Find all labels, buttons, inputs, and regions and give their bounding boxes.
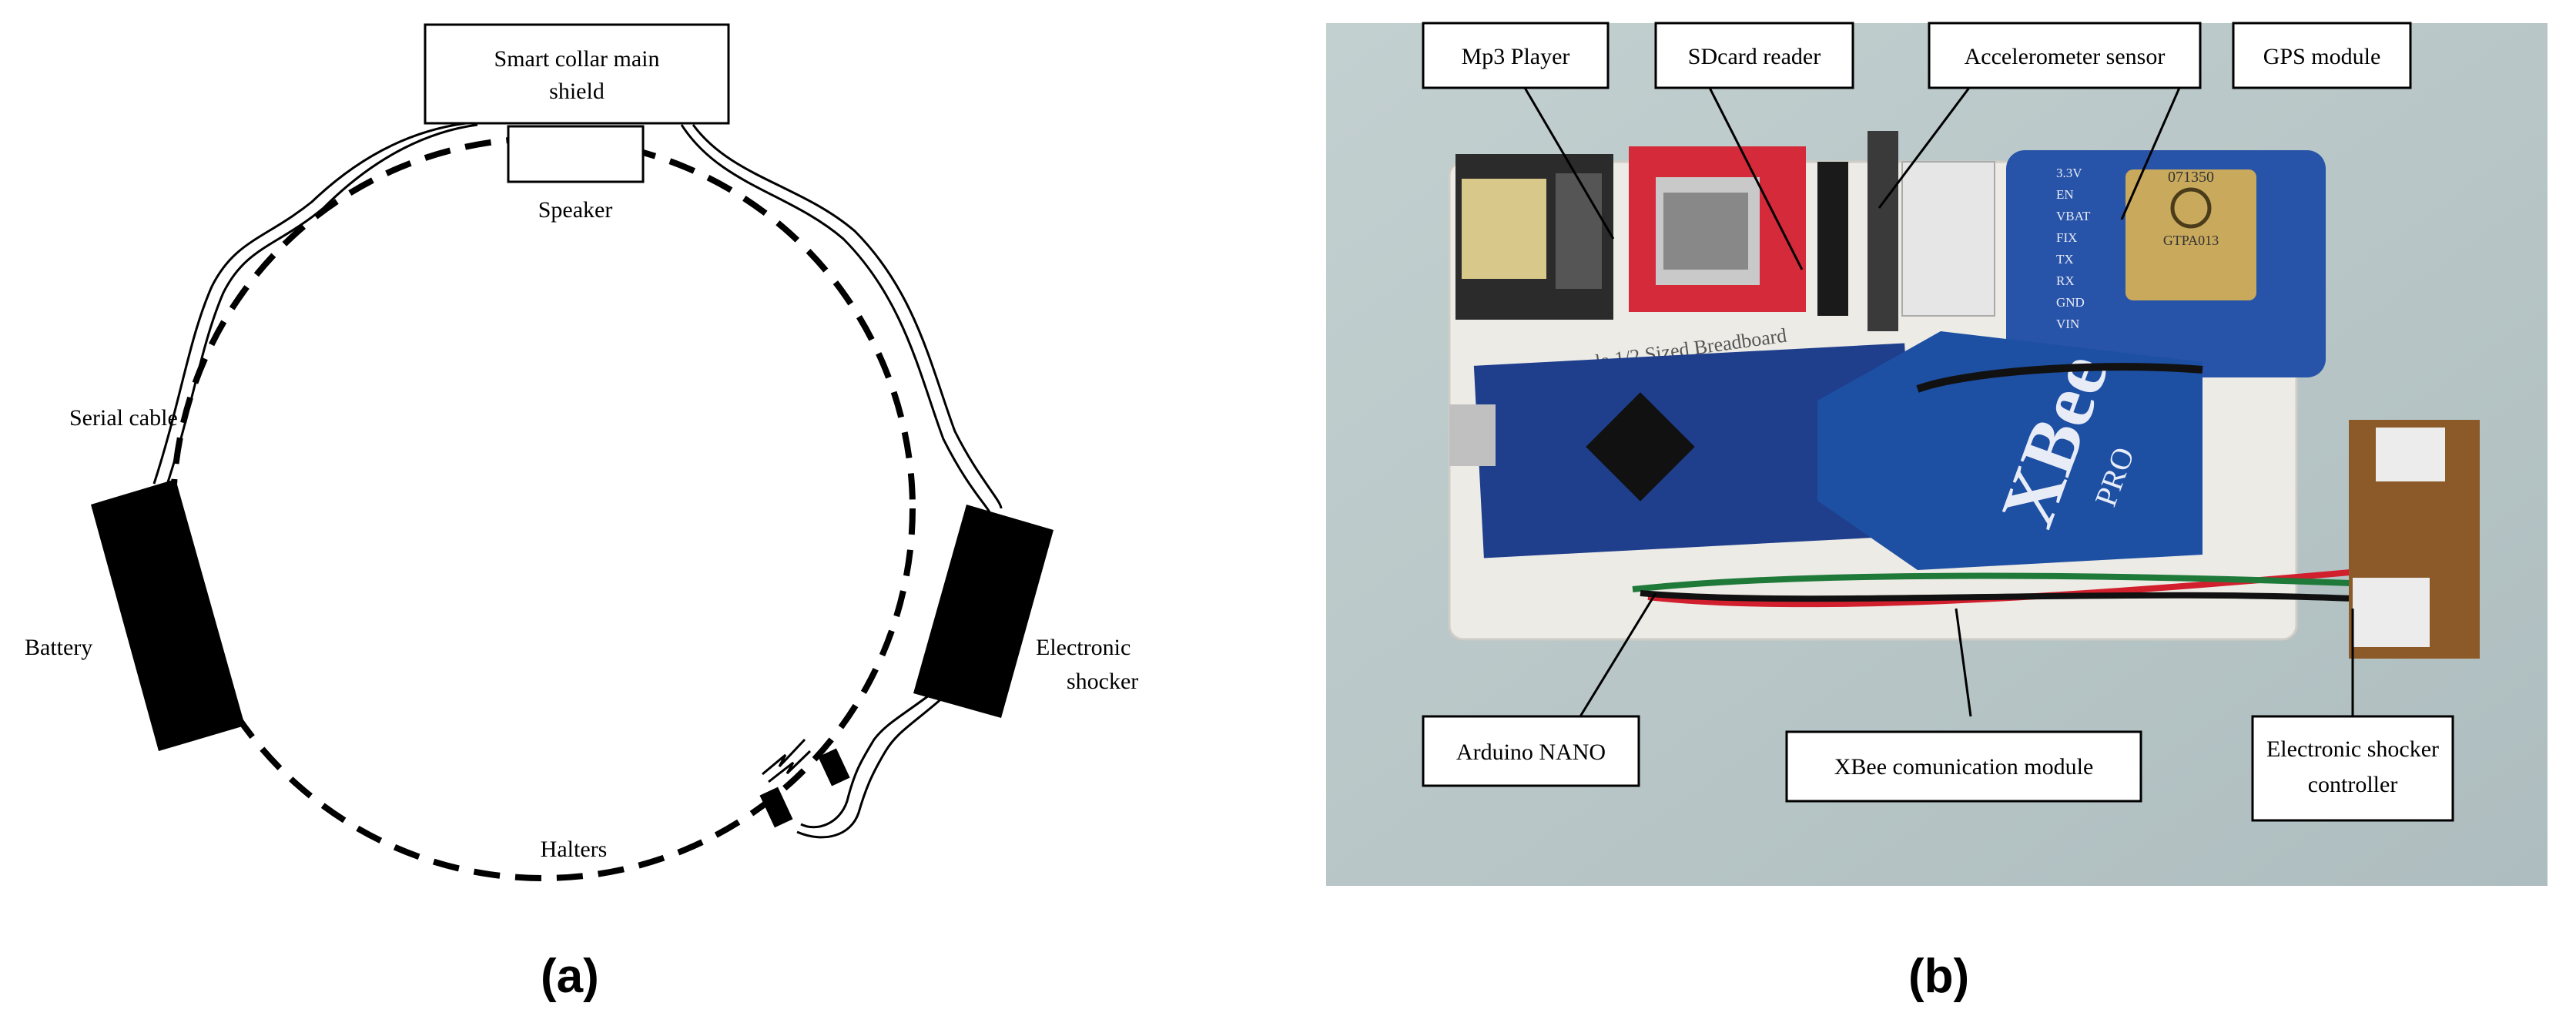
svg-text:Accelerometer sensor: Accelerometer sensor bbox=[1965, 44, 2166, 69]
main-shield-label-2: shield bbox=[549, 79, 605, 104]
serial-cable-right bbox=[692, 124, 1003, 509]
callout-shocker-controller: Electronic shocker controller bbox=[2251, 715, 2454, 822]
spark-icon bbox=[762, 738, 812, 783]
collar-diagram-svg: Smart collar main shield Speaker Serial … bbox=[25, 23, 1138, 881]
svg-text:Arduino NANO: Arduino NANO bbox=[1456, 740, 1606, 765]
svg-text:RX: RX bbox=[2056, 273, 2075, 288]
gps-chip-label-2: GTPA013 bbox=[2163, 233, 2219, 248]
halters-label: Halters bbox=[541, 837, 608, 862]
callout-arduino: Arduino NANO bbox=[1422, 715, 1640, 787]
main-shield-label-1: Smart collar main bbox=[494, 46, 660, 72]
callout-lines bbox=[1523, 69, 2354, 717]
shocker-label-1: Electronic bbox=[1036, 635, 1131, 660]
svg-text:FIX: FIX bbox=[2056, 230, 2077, 245]
caption-b: (b) bbox=[1908, 950, 1970, 1003]
shocker-label-2: shocker bbox=[1067, 669, 1138, 694]
panel-b-hardware-photo: ola 1/2 Sized Breadboard 071350 GTPA013 … bbox=[1278, 0, 2576, 1029]
mp3-chip-grid bbox=[1556, 173, 1602, 289]
shocker-controller-connector-top bbox=[2376, 428, 2445, 481]
svg-text:EN: EN bbox=[2056, 187, 2074, 202]
speaker-box bbox=[507, 125, 645, 183]
main-shield-box bbox=[424, 23, 730, 125]
shocker-block bbox=[913, 505, 1054, 718]
accelerometer-connector bbox=[1901, 161, 1995, 317]
arduino-nano-board bbox=[1473, 343, 1915, 558]
svg-text:SDcard reader: SDcard reader bbox=[1688, 44, 1821, 69]
callout-sdcard: SDcard reader bbox=[1654, 22, 1854, 89]
svg-text:Electronic shocker: Electronic shocker bbox=[2266, 736, 2439, 762]
sd-slot-inner bbox=[1663, 193, 1748, 270]
battery-label: Battery bbox=[25, 635, 92, 660]
svg-text:VBAT: VBAT bbox=[2056, 209, 2091, 223]
header-pins bbox=[1817, 162, 1848, 316]
wire-black-top bbox=[1916, 363, 2203, 393]
arduino-usb bbox=[1449, 404, 1496, 466]
accelerometer-board bbox=[1868, 131, 1898, 331]
callout-gps: GPS module bbox=[2232, 22, 2412, 89]
gps-chip-label: 071350 bbox=[2168, 169, 2214, 186]
svg-text:3.3V: 3.3V bbox=[2056, 166, 2082, 180]
callout-xbee: XBee comunication module bbox=[1785, 730, 2142, 803]
svg-text:VIN: VIN bbox=[2056, 317, 2079, 331]
caption-a: (a) bbox=[541, 950, 599, 1003]
panel-a-collar-diagram: Smart collar main shield Speaker Serial … bbox=[0, 0, 1278, 1029]
speaker-label: Speaker bbox=[538, 197, 613, 223]
wire-black bbox=[1640, 590, 2403, 604]
svg-text:controller: controller bbox=[2308, 772, 2398, 797]
serial-cable-label: Serial cable bbox=[69, 405, 178, 431]
shocker-controller-connector-bottom bbox=[2353, 578, 2430, 647]
xbee-board bbox=[1817, 331, 2202, 570]
serial-cable-left bbox=[164, 123, 478, 490]
gps-pin-labels: 3.3V EN VBAT FIX TX RX GND VIN bbox=[2056, 166, 2091, 331]
wire-green bbox=[1632, 572, 2411, 592]
serial-cable-left-2 bbox=[152, 122, 467, 485]
gps-antenna bbox=[2125, 169, 2256, 300]
mp3-sd-slot bbox=[1462, 179, 1546, 279]
gps-antenna-dot bbox=[2170, 187, 2212, 229]
svg-text:GND: GND bbox=[2056, 295, 2085, 310]
halter-ring bbox=[170, 136, 916, 881]
svg-text:Mp3 Player: Mp3 Player bbox=[1462, 44, 1570, 69]
electrode-wire-2 bbox=[796, 696, 944, 839]
svg-text:XBee comunication module: XBee comunication module bbox=[1834, 754, 2094, 780]
electrode-wire-1 bbox=[800, 692, 933, 829]
hardware-photo-svg: ola 1/2 Sized Breadboard 071350 GTPA013 … bbox=[1326, 22, 2548, 886]
svg-text:TX: TX bbox=[2056, 252, 2074, 267]
svg-text:GPS module: GPS module bbox=[2263, 44, 2381, 69]
battery-block bbox=[91, 479, 245, 751]
serial-cable-right-2 bbox=[680, 124, 991, 513]
arduino-chip bbox=[1586, 392, 1695, 501]
callout-accelerometer: Accelerometer sensor bbox=[1928, 22, 2202, 89]
electrode-pad-1 bbox=[818, 748, 850, 786]
electrode-pad-2 bbox=[759, 786, 793, 828]
callout-mp3: Mp3 Player bbox=[1422, 22, 1610, 89]
